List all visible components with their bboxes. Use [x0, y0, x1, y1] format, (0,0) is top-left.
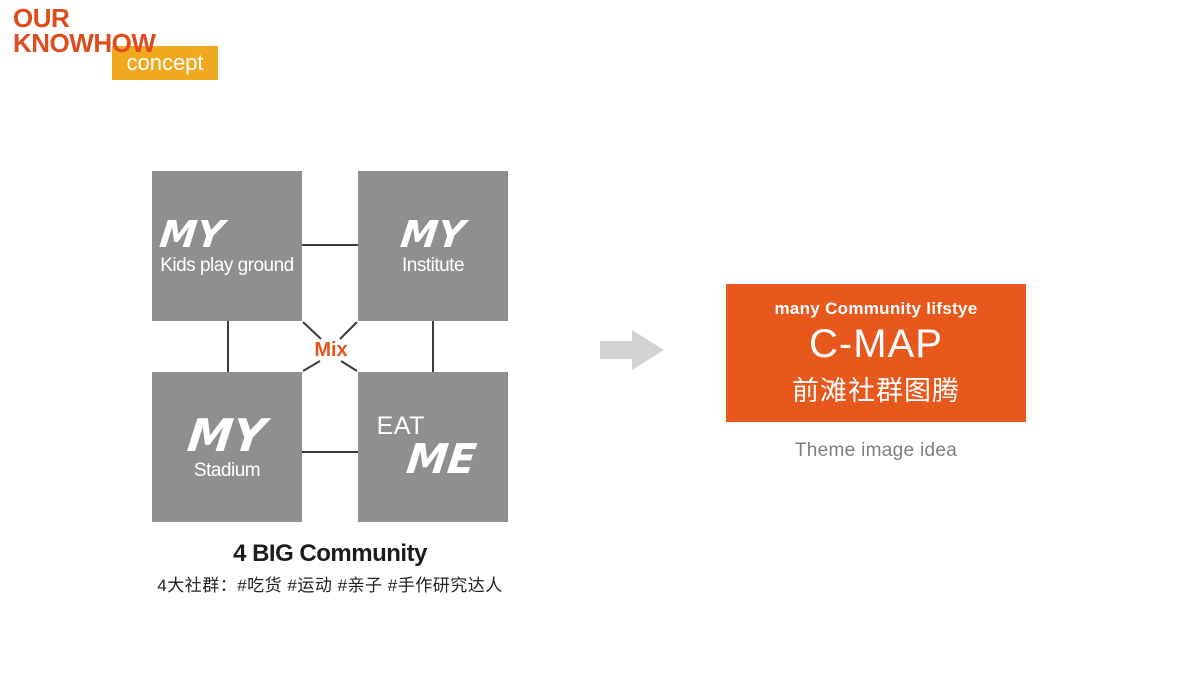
my-script-logo: MY [157, 212, 227, 256]
my-script-logo: MY [185, 408, 269, 462]
community-square-stadium: MY Stadium [152, 372, 302, 522]
theme-image-caption: Theme image idea [794, 440, 958, 461]
square-content: MY Institute [398, 212, 468, 277]
brand-line-1: OUR [13, 3, 70, 33]
result-card-title: C-MAP [809, 321, 943, 366]
brand-line-2: KNOWHOW [13, 28, 156, 58]
brand-logo: OUR KNOWHOW [13, 3, 156, 58]
result-card-subtitle: many Community lifstye [774, 298, 978, 318]
square-content: MY Stadium [185, 409, 269, 482]
eat-label: EAT [376, 412, 425, 440]
diagram-caption-chinese: 4大社群：#吃货 #运动 #亲子 #手作研究达人 [157, 576, 503, 595]
community-square-institute: MY Institute [358, 171, 508, 321]
square-content: EAT ME [377, 414, 479, 484]
square-content: MY Kids play ground [157, 212, 295, 277]
me-script-logo: ME [403, 435, 479, 483]
result-card: many Community lifstye C-MAP 前滩社群图腾 [726, 284, 1026, 422]
my-script-logo: MY [398, 212, 468, 256]
square-label: Kids play ground [160, 254, 294, 276]
diagram-caption-english: 4 BIG Community [233, 540, 427, 567]
concept-badge: concept [112, 46, 218, 80]
right-arrow-icon [600, 330, 664, 370]
community-square-eat-me: EAT ME [358, 372, 508, 522]
result-card-title-chinese: 前滩社群图腾 [792, 375, 960, 406]
square-label: Stadium [193, 459, 261, 481]
square-label: Institute [401, 254, 465, 276]
mix-label: Mix [314, 339, 348, 361]
community-square-kids-playground: MY Kids play ground [152, 171, 302, 321]
